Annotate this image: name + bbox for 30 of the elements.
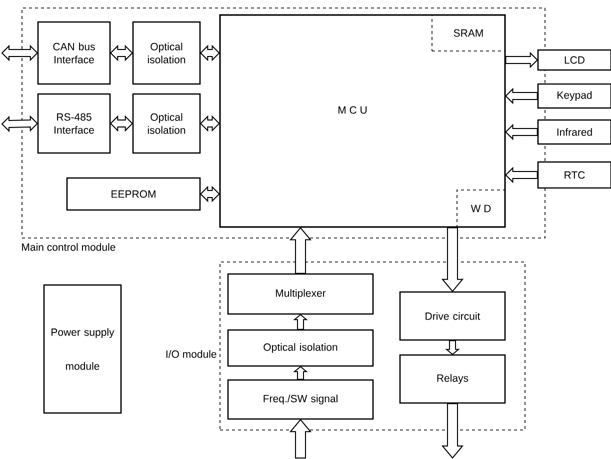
interface-box: CAN bus Interface	[37, 21, 111, 85]
block-arrow	[293, 314, 308, 330]
interface-box: RS-485 Interface	[37, 93, 111, 154]
isolation-box: Optical isolation	[132, 21, 201, 85]
block-arrow	[441, 403, 464, 459]
block-arrow	[289, 226, 312, 274]
isolation-box: Optical isolation	[132, 93, 201, 154]
watchdog-block: W D	[456, 190, 506, 228]
memory-box: EEPROM	[66, 177, 201, 211]
process-box: Drive circuit	[399, 291, 506, 341]
module-label: I/O module	[166, 350, 216, 358]
block-arrow	[441, 227, 464, 292]
block-arrow	[505, 88, 538, 104]
peripheral-box: Infrared	[537, 119, 611, 145]
process-box: Freq./SW signal	[227, 379, 374, 420]
process-box: Optical isolation	[227, 329, 374, 367]
memory-block: SRAM	[432, 14, 506, 52]
block-arrow	[505, 124, 538, 140]
module-label: Main control module	[22, 243, 116, 251]
block-arrow	[505, 166, 538, 184]
peripheral-box: LCD	[537, 49, 611, 71]
block-arrow	[289, 418, 312, 458]
peripheral-box: RTC	[537, 161, 611, 189]
block-arrow	[293, 366, 308, 380]
process-box: Relays	[399, 354, 506, 404]
peripheral-box: Keypad	[537, 83, 611, 109]
process-box: Multiplexer	[227, 273, 374, 315]
block-arrow	[445, 340, 460, 355]
power-box: Power supply module	[43, 284, 122, 414]
block-arrow	[505, 52, 538, 68]
